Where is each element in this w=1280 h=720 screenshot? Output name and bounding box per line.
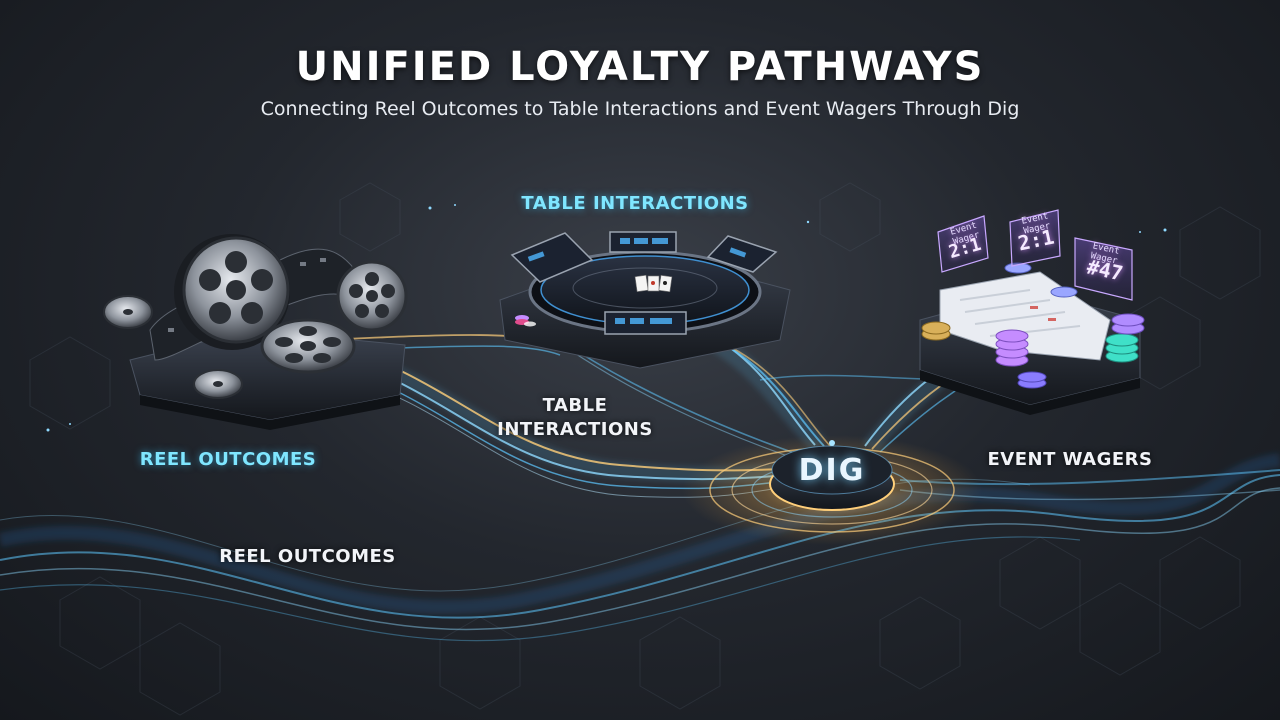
film-reel-icon <box>103 234 408 399</box>
poker-table-icon <box>510 231 778 335</box>
label-table-interactions-top: TABLE INTERACTIONS <box>521 193 749 214</box>
dig-hub-label: DIG <box>798 452 866 488</box>
label-table-interactions-mid: TABLE INTERACTIONS <box>497 395 653 440</box>
betting-chips-icon <box>921 262 1145 389</box>
hex-grid-background <box>29 182 1261 716</box>
label-reel-outcomes-low: REEL OUTCOMES <box>219 546 396 567</box>
page-title: UNIFIED LOYALTY PATHWAYS <box>295 44 985 90</box>
sparkle-particles <box>46 204 1167 432</box>
dig-hub <box>682 435 982 545</box>
page-subtitle: Connecting Reel Outcomes to Table Intera… <box>260 98 1020 120</box>
playing-cards-icon <box>634 274 673 293</box>
label-event-wagers: EVENT WAGERS <box>987 449 1153 470</box>
event-wager-cards <box>937 209 1133 301</box>
label-reel-outcomes-left: REEL OUTCOMES <box>139 449 317 470</box>
lower-wave-streams <box>0 453 1280 642</box>
